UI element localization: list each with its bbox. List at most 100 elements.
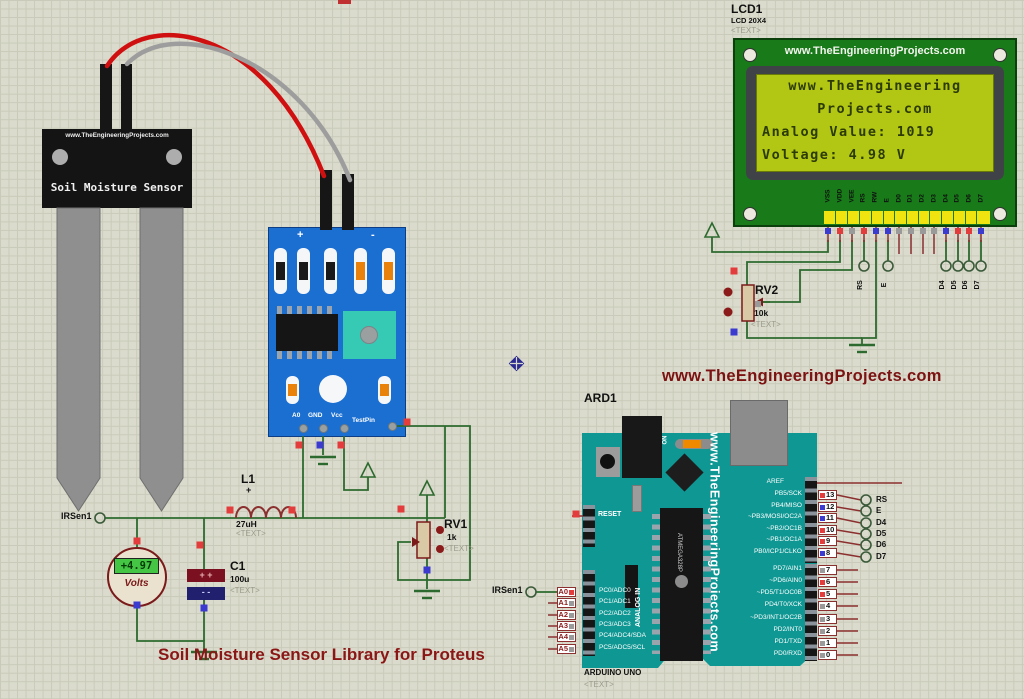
green-wires[interactable]: [105, 237, 982, 651]
wire-mark: [569, 634, 574, 640]
arduino-pin-11[interactable]: 11: [818, 513, 837, 523]
lcd-pad[interactable]: [835, 211, 849, 224]
pin-header[interactable]: [583, 505, 595, 547]
pin-header[interactable]: [805, 477, 817, 563]
arduino-pin-7[interactable]: 7: [818, 565, 837, 575]
header-pins: [100, 64, 354, 230]
c1-negative-plate[interactable]: - -: [187, 587, 225, 600]
arduino-brand-vertical: www.TheEngineeringProjects.com: [707, 432, 722, 653]
lcd-pad[interactable]: [906, 211, 920, 224]
sensor-brand-text: www.TheEngineeringProjects.com: [65, 132, 169, 139]
lcd-pad[interactable]: [894, 211, 908, 224]
terminal-label-d4: D4: [876, 518, 887, 527]
arduino-pin-9[interactable]: 9: [818, 536, 837, 546]
arduino-uno-board[interactable]: ON www.TheEngineeringProjects.com ATMEGA…: [582, 400, 817, 670]
terminal-label-d6: D6: [962, 280, 969, 290]
terminal-label-d5: D5: [876, 529, 887, 538]
arduino-pin-5[interactable]: 5: [818, 589, 837, 599]
arduino-pin-1[interactable]: 1: [818, 638, 837, 648]
arduino-pin-label: ~PB1/OC1A: [766, 536, 802, 543]
lcd-pad[interactable]: [918, 211, 932, 224]
potentiometers[interactable]: [412, 284, 770, 559]
lcd-pad[interactable]: [976, 211, 990, 224]
arduino-pin-a4[interactable]: A4: [557, 632, 576, 642]
lcd-pad[interactable]: [965, 211, 979, 224]
comparator-ic: [276, 314, 338, 351]
module-pad-testpin[interactable]: [388, 422, 397, 431]
arduino-pin-2[interactable]: 2: [818, 626, 837, 636]
module-capsule: [324, 248, 337, 294]
soil-moisture-sensor[interactable]: www.TheEngineeringProjects.com Soil Mois…: [42, 129, 192, 208]
terminal-circles[interactable]: [94, 260, 987, 598]
atmega-chip-label: ATMEGA328P: [676, 533, 682, 572]
lcd-line-2: Projects.com: [817, 101, 933, 117]
voltmeter[interactable]: +4.97 Volts: [107, 547, 167, 607]
ground-symbol: [310, 455, 336, 466]
voltmeter-display: +4.97: [114, 558, 159, 574]
arduino-pin-label: ~PB2/OC1B: [766, 525, 802, 532]
lcd-pad[interactable]: [871, 211, 885, 224]
red-hookup-wire[interactable]: [104, 33, 327, 179]
rv1-wiper-arrow: [412, 537, 420, 547]
terminal-rs-arduino: [860, 494, 872, 506]
rv1-ref: RV1: [444, 517, 468, 531]
lcd-pad[interactable]: [883, 211, 897, 224]
lcd-pad[interactable]: [941, 211, 955, 224]
reset-button[interactable]: [596, 447, 620, 477]
arduino-pin-label: PD1/TXD: [774, 638, 802, 645]
module-pad-vcc[interactable]: [340, 424, 349, 433]
arduino-pin-4[interactable]: 4: [818, 601, 837, 611]
lcd-pad[interactable]: [859, 211, 873, 224]
junction-marks: [133, 228, 984, 612]
sensor-module-board[interactable]: + - A0 GND Vcc TestPin: [268, 227, 406, 437]
chip-legs: [652, 514, 660, 654]
rv2-body: [741, 284, 755, 322]
module-pad-gnd[interactable]: [319, 424, 328, 433]
arduino-pin-8[interactable]: 8: [818, 548, 837, 558]
l1-coil[interactable]: [235, 506, 297, 519]
lcd-bezel: www.TheEngineering Projects.com Analog V…: [746, 66, 1004, 180]
lcd-pad[interactable]: [847, 211, 861, 224]
lcd-pad[interactable]: [824, 211, 837, 224]
c1-positive-plate[interactable]: + +: [187, 569, 225, 582]
reset-button-cap: [600, 454, 615, 469]
lcd-pad[interactable]: [953, 211, 967, 224]
brand-watermark: www.TheEngineeringProjects.com: [662, 367, 942, 385]
arduino-pin-a3[interactable]: A3: [557, 621, 576, 631]
arduino-pin-12[interactable]: 12: [818, 502, 837, 512]
pin-header[interactable]: [583, 570, 595, 656]
wire-mark: [820, 616, 825, 622]
arduino-pin-label: ~PD3/INT1/OC2B: [750, 614, 802, 621]
screw-hole: [743, 48, 757, 62]
terminal-e-lcd: [882, 260, 894, 272]
terminal-d7-lcd: [975, 260, 987, 272]
arduino-pin-6[interactable]: 6: [818, 577, 837, 587]
terminal-label-rs: RS: [857, 280, 864, 290]
arduino-pin-13[interactable]: 13: [818, 490, 837, 500]
module-pad-a0[interactable]: [299, 424, 308, 433]
clipped-mark: [338, 0, 351, 4]
lcd-display[interactable]: www.TheEngineeringProjects.com www.TheEn…: [733, 38, 1017, 227]
arduino-pin-3[interactable]: 3: [818, 614, 837, 624]
arduino-text-placeholder: <TEXT>: [584, 680, 614, 689]
terminal-e-arduino: [860, 505, 872, 517]
lcd-screen: www.TheEngineering Projects.com Analog V…: [756, 74, 994, 172]
arduino-ref: ARD1: [584, 391, 617, 405]
module-minus-label: -: [371, 229, 375, 241]
arduino-pin-a2[interactable]: A2: [557, 610, 576, 620]
gray-hookup-wire[interactable]: [124, 41, 353, 183]
module-pin-gnd-label: GND: [308, 412, 323, 419]
arduino-pin-10[interactable]: 10: [818, 525, 837, 535]
power-jack: [622, 416, 662, 478]
irsen1-right-label: IRSen1: [492, 585, 523, 595]
pin-header[interactable]: [805, 564, 817, 661]
arduino-pin-a0[interactable]: A0: [557, 587, 576, 597]
arduino-pin-label: PD4/T0/XCK: [764, 601, 802, 608]
arduino-pin-a1[interactable]: A1: [557, 598, 576, 608]
arduino-pin-label: PB5/SCK: [774, 490, 802, 497]
lcd-pad[interactable]: [929, 211, 943, 224]
terminal-d6-arduino: [860, 539, 872, 551]
arduino-pin-0[interactable]: 0: [818, 650, 837, 660]
arduino-pin-a5[interactable]: A5: [557, 644, 576, 654]
